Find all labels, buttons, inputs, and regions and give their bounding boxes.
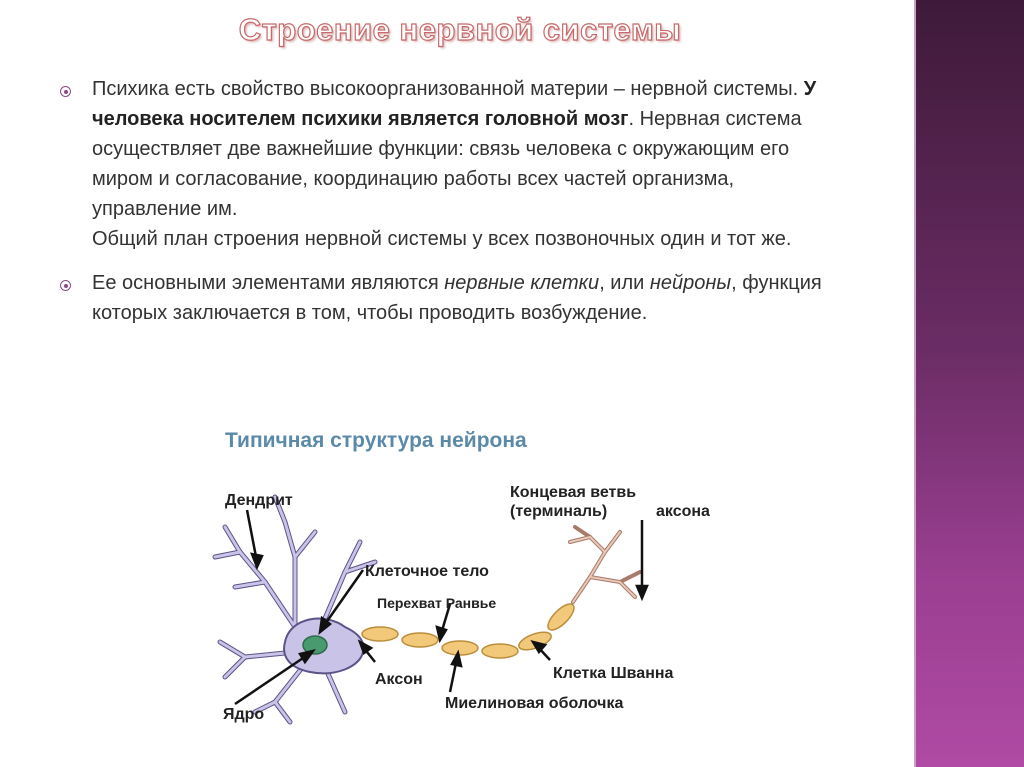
dendrites-fill bbox=[213, 495, 377, 724]
arrow-head bbox=[635, 584, 649, 602]
slide-title: Строение нервной системы bbox=[238, 11, 682, 47]
bullet2-text-part2: , или bbox=[599, 272, 650, 294]
bullet-icon bbox=[60, 280, 71, 291]
leader-dendrite bbox=[245, 509, 259, 563]
arrow-head bbox=[450, 649, 463, 668]
leader-nucleus bbox=[234, 652, 310, 706]
dendrite-branch bbox=[273, 495, 287, 524]
dendrite-branch bbox=[213, 550, 242, 559]
bullet-item-2: Ее основными элементами являются нервные… bbox=[60, 268, 840, 328]
bullet1-text-part2: . Нервная система осуществляет две важне… bbox=[92, 108, 802, 220]
leader-lines bbox=[234, 509, 649, 706]
terminal-branch bbox=[573, 525, 592, 539]
label-terminal-line2b: аксона bbox=[656, 503, 710, 520]
arrow-head bbox=[250, 552, 264, 571]
arrow-head bbox=[435, 625, 448, 644]
dendrite-branch bbox=[273, 700, 292, 724]
label-terminal-line1: Концевая ветвь bbox=[510, 484, 636, 501]
dendrite-branch bbox=[323, 665, 347, 714]
terminal-branch bbox=[569, 535, 606, 553]
myelin-segment bbox=[547, 603, 575, 631]
bullet1-bold-text: У человека носителем психики является го… bbox=[92, 78, 817, 130]
bullet2-text-part1: Ее основными элементами являются bbox=[92, 272, 445, 294]
myelin-segment bbox=[441, 640, 479, 656]
bullet2-italic-1: нервные клетки bbox=[444, 272, 600, 294]
terminal-branch bbox=[618, 570, 642, 584]
leader-cell-body bbox=[321, 569, 365, 628]
diagram-title: Типичная структура нейрона bbox=[225, 429, 527, 452]
dendrite-branch bbox=[233, 580, 267, 589]
terminal-branch bbox=[604, 531, 621, 553]
label-cell-body: Клеточное тело bbox=[365, 563, 489, 580]
myelin-sheath bbox=[361, 603, 575, 659]
label-nucleus: Ядро bbox=[223, 706, 264, 723]
arrow-head bbox=[318, 615, 333, 635]
arrow-head bbox=[530, 640, 548, 655]
bullet-item-1: Психика есть свойство высокоорганизованн… bbox=[60, 74, 840, 254]
arrow-head bbox=[298, 649, 316, 665]
axon-terminal-fill bbox=[569, 531, 636, 603]
decorative-side-band bbox=[914, 0, 1024, 767]
myelin-segment bbox=[361, 626, 399, 642]
label-axon: Аксон bbox=[375, 671, 423, 688]
label-dendrite: Дендрит bbox=[225, 492, 293, 509]
dendrite-branch bbox=[293, 530, 317, 559]
bullet-icon bbox=[60, 86, 71, 97]
label-schwann: Клетка Шванна bbox=[553, 665, 674, 682]
terminal-branch bbox=[589, 576, 636, 598]
neuron-diagram: Типичная структура нейрона bbox=[195, 402, 785, 732]
bullet1-text-part1: Психика есть свойство высокоорганизованн… bbox=[92, 78, 804, 100]
arrow-head bbox=[357, 639, 374, 655]
myelin-segment bbox=[401, 632, 439, 648]
myelin-segment bbox=[481, 643, 519, 659]
dendrite-branch bbox=[343, 560, 377, 574]
dendrite-branch bbox=[223, 655, 247, 679]
bullet2-text-part3: , функция которых заключается в том, что… bbox=[92, 272, 822, 324]
label-terminal-line2a: (терминаль) bbox=[510, 503, 607, 520]
label-ranvier: Перехват Ранвье bbox=[377, 595, 496, 611]
bullet1-text-line2: Общий план строения нервной системы у вс… bbox=[92, 228, 792, 250]
bullet2-italic-2: нейроны bbox=[649, 272, 732, 294]
label-myelin: Миелиновая оболочка bbox=[445, 695, 623, 712]
slide-content: Психика есть свойство высокоорганизованн… bbox=[60, 74, 840, 342]
dendrite-branch bbox=[223, 525, 242, 554]
nucleus bbox=[302, 635, 328, 655]
